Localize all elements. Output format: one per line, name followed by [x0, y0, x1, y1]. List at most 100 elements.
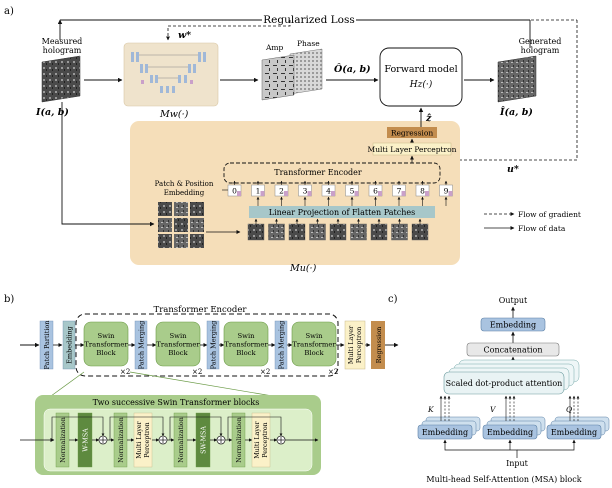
patch-5 [329, 223, 347, 241]
phase-image [289, 48, 323, 95]
transformer-encoder-box-a [223, 162, 441, 184]
panel-a-letter: a) [4, 6, 14, 17]
input-to-q [517, 439, 576, 451]
mlp-detail-0-label-2: Perceptron [144, 422, 151, 457]
patch-merging-label-0: Patch Merging [138, 321, 146, 370]
pos-marker-4 [331, 191, 335, 196]
skip-a-1 [169, 416, 223, 440]
measured-hologram-label-2: hologram [43, 46, 82, 55]
mlp-detail-1-label-1: Multi Layer [254, 420, 261, 458]
pos-marker-1 [260, 191, 265, 196]
patch-4 [309, 223, 326, 241]
norm-a-1-label: Normalization [178, 417, 185, 463]
u-star-label: u* [507, 164, 519, 175]
patch-partition-block-label: Patch Partition [43, 320, 51, 369]
embedding-block-0 [417, 424, 473, 440]
measured-hologram-image [41, 55, 81, 103]
panel-c-letter: c) [388, 294, 398, 305]
token-label-0: 0 [232, 187, 237, 196]
swin-block-2 [223, 321, 269, 367]
panel-b-letter: b) [4, 294, 14, 305]
phase-label: Phase [297, 39, 320, 48]
regularized-loss-label: Regularized Loss [263, 14, 354, 26]
mlp-detail-0-label-1: Multi Layer [136, 420, 143, 458]
swin-block-2-label-0: Swin [237, 332, 255, 340]
swin-block-1-label-2: Block [168, 349, 188, 357]
swin-repeat-3: ×2 [328, 368, 338, 376]
embedding-block-2 [546, 424, 602, 440]
regression-block-a [387, 127, 437, 138]
mlp-label-a: Multi Layer Perceptron [368, 145, 457, 154]
forward-model-box [379, 47, 463, 107]
two-swin-label: Two successive Swin Transformer blocks [93, 398, 260, 407]
kvq-label-k: K [427, 405, 434, 414]
mlp-detail-1-label-2: Perceptron [262, 422, 269, 457]
concatenation-label: Concatenation [484, 346, 543, 355]
w-star-label: w* [178, 30, 191, 41]
patch-merging-label-2: Patch Merging [278, 321, 286, 370]
concatenation-block [466, 342, 560, 357]
patch-9 [411, 223, 429, 241]
swin-block-1 [155, 321, 201, 367]
norm-b-0-label: Normalization [118, 417, 125, 463]
patch-embedding-label-2: Embedding [164, 189, 205, 197]
norm-b-1-label: Normalization [236, 417, 243, 463]
patch-sequence [247, 218, 429, 241]
patch-1 [247, 223, 265, 241]
output-embedding-block [480, 317, 546, 332]
pos-marker-5 [354, 191, 359, 196]
pos-marker-2 [284, 191, 288, 196]
output-embedding-label: Embedding [490, 321, 536, 330]
swin-block-0-label-0: Swin [97, 332, 115, 340]
mw-label: Mw(·) [159, 109, 189, 120]
regression-block-b [371, 321, 385, 369]
regression-label-a: Regression [391, 129, 434, 138]
w-msa-block-label: W-MSA [83, 428, 90, 452]
swin-block-1-label-0: Swin [169, 332, 187, 340]
norm-a-0-label: Normalization [60, 417, 67, 463]
mu-label: Mu(·) [289, 263, 317, 274]
embedding-label-1: Embedding [487, 428, 533, 437]
patch-3 [288, 223, 306, 241]
token-label-7: 7 [397, 187, 402, 196]
generated-intensity-label: Î(a, b) [499, 106, 533, 118]
mlp-block-b [344, 320, 366, 370]
swin-block-3-label-0: Swin [305, 332, 323, 340]
output-label: Output [499, 296, 528, 305]
pos-marker-9 [448, 191, 453, 196]
measured-hologram-label-1: Measured [42, 37, 83, 46]
patch-7 [370, 223, 388, 241]
transformer-encoder-label-a: Transformer Encoder [274, 168, 362, 177]
kvq-label-v: V [490, 405, 497, 414]
token-label-1: 1 [256, 187, 261, 196]
swin-block-1-label-1: Transformer [156, 341, 200, 349]
regression-label-b: Regression [375, 327, 383, 364]
scaled-dot-label: Scaled dot-product attention [446, 379, 563, 388]
legend-gradient-label: Flow of gradient [518, 210, 581, 219]
swin-block-3-label-1: Transformer [292, 341, 336, 349]
class-token-marker [237, 191, 241, 196]
swin-repeat-0: ×2 [120, 368, 130, 376]
generated-hologram-label-2: hologram [521, 46, 560, 55]
legend-data-label: Flow of data [518, 224, 566, 233]
arrow-input-to-mu [61, 102, 155, 227]
swin-repeat-2: ×2 [260, 368, 270, 376]
generated-hologram-image [497, 55, 537, 103]
token-label-3: 3 [303, 187, 308, 196]
token-label-6: 6 [373, 187, 378, 196]
pos-marker-8 [425, 191, 429, 196]
mlp-label-b-1: Multi Layer [347, 325, 355, 364]
embedding-label-0: Embedding [422, 428, 468, 437]
token-label-4: 4 [326, 187, 331, 196]
skip-b-1 [227, 416, 283, 440]
patch-merging-label-1: Patch Merging [210, 321, 218, 370]
sw-msa-block-label: SW-MSA [201, 426, 208, 454]
input-intensity-label: I(a, b) [35, 107, 69, 118]
input-label: Input [506, 459, 529, 468]
patch-6 [350, 223, 367, 241]
transformer-encoder-label-b: Transformer Encoder [154, 305, 248, 315]
swin-block-2-label-1: Transformer [224, 341, 268, 349]
swin-block-0-label-1: Transformer [84, 341, 128, 349]
